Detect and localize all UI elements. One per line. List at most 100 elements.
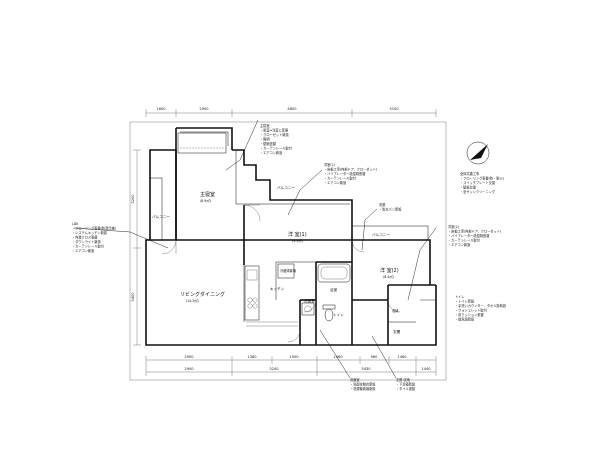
note-master-1: ・和室⇒洋室に変更 — [260, 128, 289, 133]
note-entrance-2: ・タイル張替 — [396, 386, 416, 391]
toilet-label: トイレ — [333, 313, 344, 317]
note-bedroom2: 洋室(2) ・床板工事(内部ドア、クローゼット) ・バイブレーター吸湿剤張替 ・… — [448, 224, 501, 247]
dimensions-top: 1600 2900 4800 3100 — [145, 107, 437, 117]
note-entrance-0: 玄関 収納 — [396, 377, 410, 382]
note-bedroom1-0: 洋室(1) — [324, 162, 335, 167]
balcony-left: バルコニー — [149, 177, 170, 241]
note-laundry: 洗濯 ・防水パン新設 — [379, 202, 402, 212]
washroom-label: 洗面室 — [304, 298, 315, 303]
note-bedroom2-0: 洋室(2) — [448, 224, 459, 229]
note-toilet-3: ・ウォシュレット取付 — [455, 308, 488, 313]
balcony-right: バルコニー — [351, 225, 429, 241]
dim-bottom-1-3: 1500 — [289, 355, 299, 359]
note-master-3: ・照明 — [260, 138, 270, 142]
bedroom2-label: 洋 室(2) — [380, 267, 399, 274]
note-master: 主寝室 ・和室⇒洋室に変更 ・クローゼット新設 ・照明 ・壁紙張替 ・カーテンレ… — [260, 123, 293, 155]
note-ldk-5: ・カーテンレール取付 — [72, 244, 105, 249]
balcony-right-label: バルコニー — [372, 233, 390, 237]
note-general-4: ・窓サッシクリーニング — [460, 189, 496, 194]
note-laundry-1: ・防水パン新設 — [379, 207, 402, 212]
note-bedroom2-3: ・カーテンレール取付 — [448, 238, 481, 243]
dim-bottom-2-2: 3240 — [269, 367, 279, 371]
note-ldk-3: ・内装クロス張替 — [72, 235, 98, 240]
kitchen-counter: 冷蔵庫置場 — [244, 263, 297, 321]
note-ldk-4: ・ダウンライト新設 — [72, 239, 101, 244]
note-bedroom2-2: ・バイブレーター吸湿剤張替 — [448, 233, 490, 238]
bedroom1-area: (9.3㎡) — [292, 238, 303, 243]
note-ldk-0: LDK — [72, 222, 79, 226]
note-toilet: トイレ ・トイレ新設 ・手洗いカウンター、タオル掛新設 ・ウォシュレット取付 ・… — [455, 295, 507, 322]
dim-bottom-1-6: 1460 — [397, 355, 407, 359]
note-entrance-1: ・下足箱新設 — [396, 382, 416, 387]
bedroom1-label: 洋 室(1) — [288, 231, 307, 238]
north-arrow-icon — [466, 141, 490, 165]
kitchen-label: キッチン — [270, 286, 285, 291]
note-general-0: 全体共通工事 — [460, 171, 480, 176]
entrance-label: 玄関 — [393, 329, 401, 334]
note-washroom-0: 洗面室 — [350, 377, 360, 382]
balcony-top-label: バルコニー — [277, 186, 295, 190]
note-bedroom1-2: ・バイブレーター吸湿剤張替 — [324, 171, 366, 176]
dim-left-2: 3400 — [131, 292, 135, 302]
note-toilet-1: ・トイレ新設 — [455, 299, 475, 304]
note-master-0: 主寝室 — [260, 123, 270, 128]
master-bedroom-label: 主寝室 — [200, 191, 215, 198]
note-general: 全体共通工事 ・フローリング張替(防・耐火) ・スイッチプレート交換 ・壁紙交換… — [460, 171, 504, 194]
note-general-2: ・スイッチプレート交換 — [460, 180, 496, 185]
dim-bottom-2-4: 1440 — [421, 367, 431, 371]
dim-top-4: 3100 — [389, 107, 399, 111]
note-bedroom1-1: ・床板工事(内部ドア、クローゼット) — [324, 167, 377, 172]
drawing-frame — [129, 121, 447, 381]
doors — [161, 204, 401, 343]
note-bedroom1: 洋室(1) ・床板工事(内部ドア、クローゼット) ・バイブレーター吸湿剤張替 ・… — [324, 162, 377, 185]
interior-walls — [176, 205, 436, 345]
room-labels: 主寝室 (8.9㎡) 洋 室(1) (9.3㎡) 洋 室(2) (8.4㎡) リ… — [180, 191, 401, 334]
dim-bottom-1-5: 960 — [371, 355, 379, 359]
wet-area-hatch — [246, 321, 298, 327]
washbasin — [301, 302, 315, 316]
dimensions-bottom: 2900 1360 1500 1460 960 1460 2900 3240 3… — [145, 355, 437, 376]
dim-top-1: 1600 — [156, 107, 166, 111]
note-entrance: 玄関 収納 ・下足箱新設 ・タイル張替 — [396, 377, 416, 391]
note-master-6: ・エアコン新設 — [260, 150, 283, 155]
note-laundry-0: 洗濯 — [379, 202, 386, 207]
note-bedroom1-4: ・エアコン新設 — [324, 180, 347, 185]
dim-top-2: 2900 — [199, 107, 209, 111]
toilet-fixture — [322, 304, 336, 322]
dim-left-1: 3200 — [131, 194, 135, 204]
dim-bottom-2-3: 3430 — [361, 367, 371, 371]
note-toilet-0: トイレ — [455, 295, 465, 299]
bedroom2-area: (8.4㎡) — [383, 274, 394, 279]
note-toilet-4: ・床クッション張替 — [455, 312, 484, 317]
dim-bottom-1-2: 1360 — [247, 355, 257, 359]
note-ldk-2: ・システムキッチン新設 — [72, 230, 108, 235]
note-washroom-1: ・洗面化粧台新設 — [350, 382, 376, 387]
bathtub — [317, 263, 351, 283]
dim-bottom-2-1: 2900 — [184, 367, 194, 371]
note-master-2: ・クローゼット新設 — [260, 132, 289, 137]
leader-lines — [73, 119, 437, 379]
dim-top-3: 4800 — [287, 107, 297, 111]
dim-bottom-1-1: 2900 — [184, 355, 194, 359]
balcony-top: バルコニー — [177, 131, 350, 205]
note-ldk: LDK ・フローリング張替(防音仕様) ・システムキッチン新設 ・内装クロス張替… — [72, 222, 116, 253]
note-general-1: ・フローリング張替(防・耐火) — [460, 176, 504, 181]
ldk-label: リビングダイニング — [180, 291, 225, 298]
master-bedroom-area: (8.9㎡) — [200, 198, 211, 203]
note-washroom-2: ・洗濯機置場新設 — [350, 386, 376, 391]
ldk-area: (14.2㎡) — [186, 298, 199, 303]
fridge-label: 冷蔵庫置場 — [280, 268, 297, 273]
note-bedroom2-1: ・床板工事(内部ドア、クローゼット) — [448, 229, 501, 234]
closet-label: 収納 — [392, 308, 398, 313]
bath-label: 浴室 — [330, 287, 338, 292]
balcony-left-label: バルコニー — [152, 215, 170, 219]
note-bedroom1-3: ・カーテンレール取付 — [324, 176, 357, 181]
note-ldk-1: ・フローリング張替(防音仕様) — [72, 226, 116, 231]
note-ldk-6: ・エアコン新設 — [72, 248, 95, 253]
dimensions-left: 3200 3400 — [131, 149, 141, 346]
note-master-5: ・カーテンレール取付 — [260, 146, 293, 151]
note-washroom: 洗面室 ・洗面化粧台新設 ・洗濯機置場新設 — [350, 377, 376, 391]
note-bedroom2-4: ・エアコン新設 — [448, 242, 471, 247]
note-general-3: ・壁紙交換 — [460, 185, 477, 190]
